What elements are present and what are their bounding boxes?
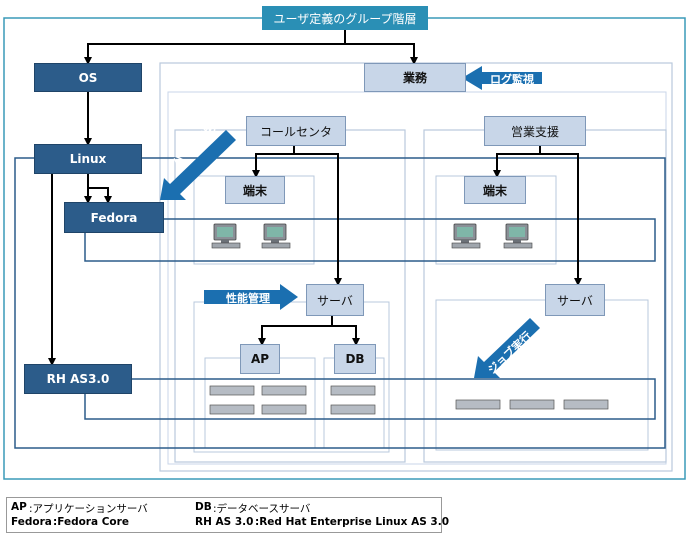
conn-callcenter-split <box>252 146 295 178</box>
pc-icon <box>261 223 291 249</box>
rack-server-icon <box>330 385 376 396</box>
node-ap: AP <box>240 344 280 374</box>
log-arrow <box>462 66 542 90</box>
conn-server-db <box>332 325 360 346</box>
conn-eigyo-server <box>540 153 582 286</box>
node-server-right: サーバ <box>545 284 605 316</box>
conn-linux-fedora-branch <box>88 187 112 204</box>
linux-group-frame <box>14 157 666 449</box>
pc-icon <box>503 223 533 249</box>
node-server-left: サーバ <box>306 284 364 316</box>
node-eigyo: 営業支援 <box>484 116 586 146</box>
rack-server-icon <box>261 385 307 396</box>
conn-callcenter-server <box>294 153 342 286</box>
fedora-group-frame <box>84 218 656 262</box>
rack-server-icon-group <box>209 385 609 415</box>
rack-server-icon <box>261 404 307 415</box>
patch-arrow <box>160 130 236 200</box>
node-gyomu: 業務 <box>364 63 466 92</box>
legend-ap-key: AP <box>11 501 27 513</box>
callout-log: ログ監視 <box>490 73 534 86</box>
node-callcenter: コールセンタ <box>246 116 346 146</box>
conn-eigyo-split <box>493 146 541 178</box>
legend-box: AP :アプリケーションサーバ DB :データベースサーバ Fedora :Fe… <box>6 497 449 533</box>
conn-title-gyomu <box>345 43 418 65</box>
rack-server-icon <box>209 385 255 396</box>
conn-title-os <box>84 30 346 65</box>
diagram-title: ユーザ定義のグループ階層 <box>262 6 428 30</box>
legend-db-value: :データベースサーバ <box>213 503 311 515</box>
node-tanmatsu-right: 端末 <box>464 176 526 204</box>
node-rhas: RH AS3.0 <box>24 364 132 394</box>
node-os: OS <box>34 63 142 92</box>
pc-icon <box>451 223 481 249</box>
job-arrow <box>474 318 540 378</box>
node-fedora: Fedora <box>64 202 164 233</box>
rack-server-icon <box>209 404 255 415</box>
node-tanmatsu-left: 端末 <box>225 176 285 204</box>
rack-server-icon <box>509 399 555 410</box>
legend-rh-key: RH AS 3.0 <box>195 516 254 528</box>
callcenter-server-area <box>193 301 390 453</box>
connectors <box>52 30 582 364</box>
rack-server-icon <box>330 404 376 415</box>
conn-server-split <box>258 316 333 346</box>
perf-arrow <box>204 284 298 310</box>
legend-fedora-value: :Fedora Core <box>53 516 129 528</box>
eigyo-server-area <box>435 299 649 451</box>
callout-perf: 性能管理 <box>226 292 270 305</box>
node-linux: Linux <box>34 144 142 174</box>
rack-server-icon <box>455 399 501 410</box>
legend-ap-value: :アプリケーションサーバ <box>29 503 148 515</box>
pc-icon <box>211 223 241 249</box>
node-db: DB <box>334 344 376 374</box>
rhas-group-frame <box>84 378 656 420</box>
pc-icon-group <box>211 223 533 249</box>
legend-rh-value: :Red Hat Enterprise Linux AS 3.0 <box>255 516 450 528</box>
rack-server-icon <box>563 399 609 410</box>
legend-fedora-key: Fedora <box>11 516 52 528</box>
legend-db-key: DB <box>195 501 212 513</box>
